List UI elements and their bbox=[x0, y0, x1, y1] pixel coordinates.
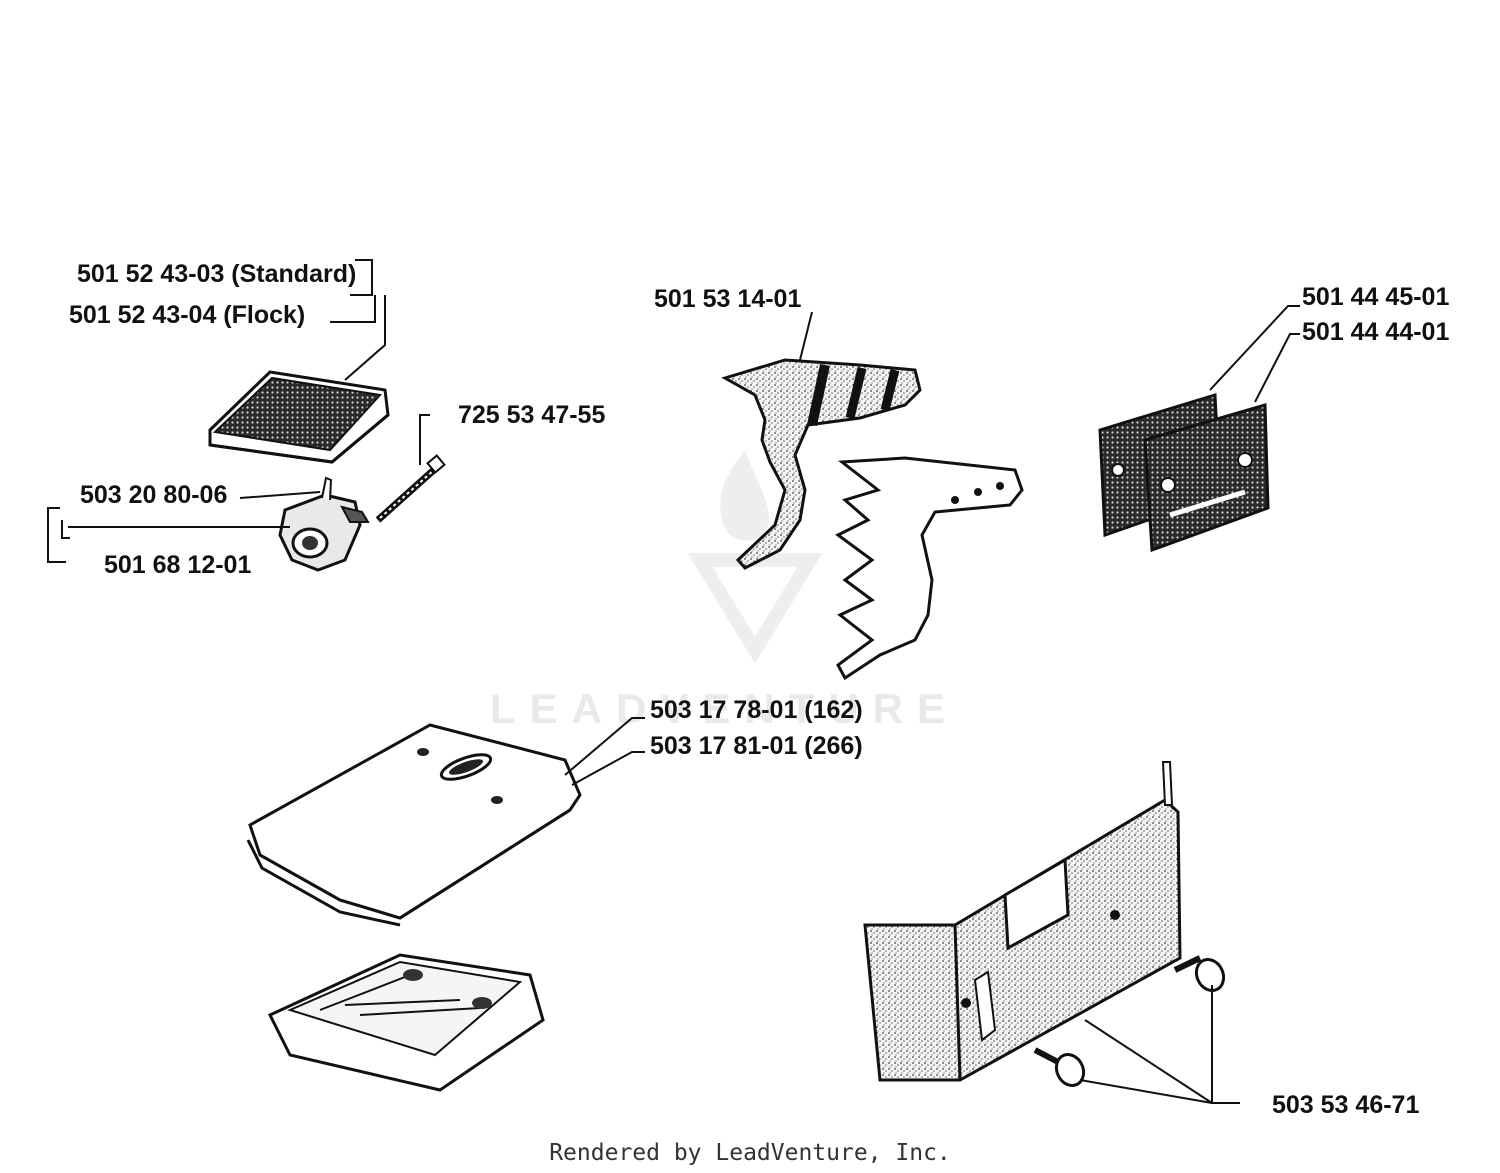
part-label-cover-162: 503 17 78-01 (162) bbox=[650, 696, 863, 724]
deflector-plate-back bbox=[835, 456, 1024, 681]
part-label-air-filter-flock: 501 52 43-04 (Flock) bbox=[69, 301, 306, 329]
air-filter-cover bbox=[246, 723, 582, 927]
deflector-plate-front bbox=[721, 358, 922, 570]
screw-leader-lines bbox=[1079, 985, 1240, 1104]
watermark-text: LEADVENTURE bbox=[490, 685, 960, 732]
deflector-leader-line bbox=[799, 311, 813, 361]
footer-credit: Rendered by LeadVenture, Inc. bbox=[549, 1140, 951, 1166]
part-label-gasket-1: 501 44 45-01 bbox=[1302, 283, 1450, 311]
part-label-gasket-2: 501 44 44-01 bbox=[1302, 318, 1450, 346]
small-parts-leader-lines bbox=[47, 414, 430, 563]
air-filter-base bbox=[267, 953, 545, 1092]
part-label-bracket: 503 20 80-06 bbox=[80, 481, 228, 509]
air-filter-element bbox=[208, 370, 390, 464]
gasket-leader-lines bbox=[1209, 305, 1300, 403]
cylinder-shield bbox=[863, 761, 1182, 1082]
part-label-carburetor-adapter: 501 68 12-01 bbox=[104, 551, 252, 579]
screw-upper bbox=[1173, 955, 1226, 993]
part-label-air-filter-standard: 501 52 43-03 (Standard) bbox=[77, 260, 357, 288]
screw-lower bbox=[1033, 1047, 1086, 1088]
rubber-hose bbox=[375, 454, 446, 523]
part-label-deflector: 501 53 14-01 bbox=[654, 285, 802, 313]
muffler-gasket bbox=[1143, 403, 1270, 553]
part-label-screw: 503 53 46-71 bbox=[1272, 1091, 1420, 1119]
filter-leader-lines bbox=[330, 259, 386, 381]
part-label-cover-266: 503 17 81-01 (266) bbox=[650, 732, 863, 760]
cover-leader-lines bbox=[564, 717, 645, 786]
carburetor-adapter bbox=[278, 476, 370, 572]
part-label-hose: 725 53 47-55 bbox=[458, 401, 606, 429]
